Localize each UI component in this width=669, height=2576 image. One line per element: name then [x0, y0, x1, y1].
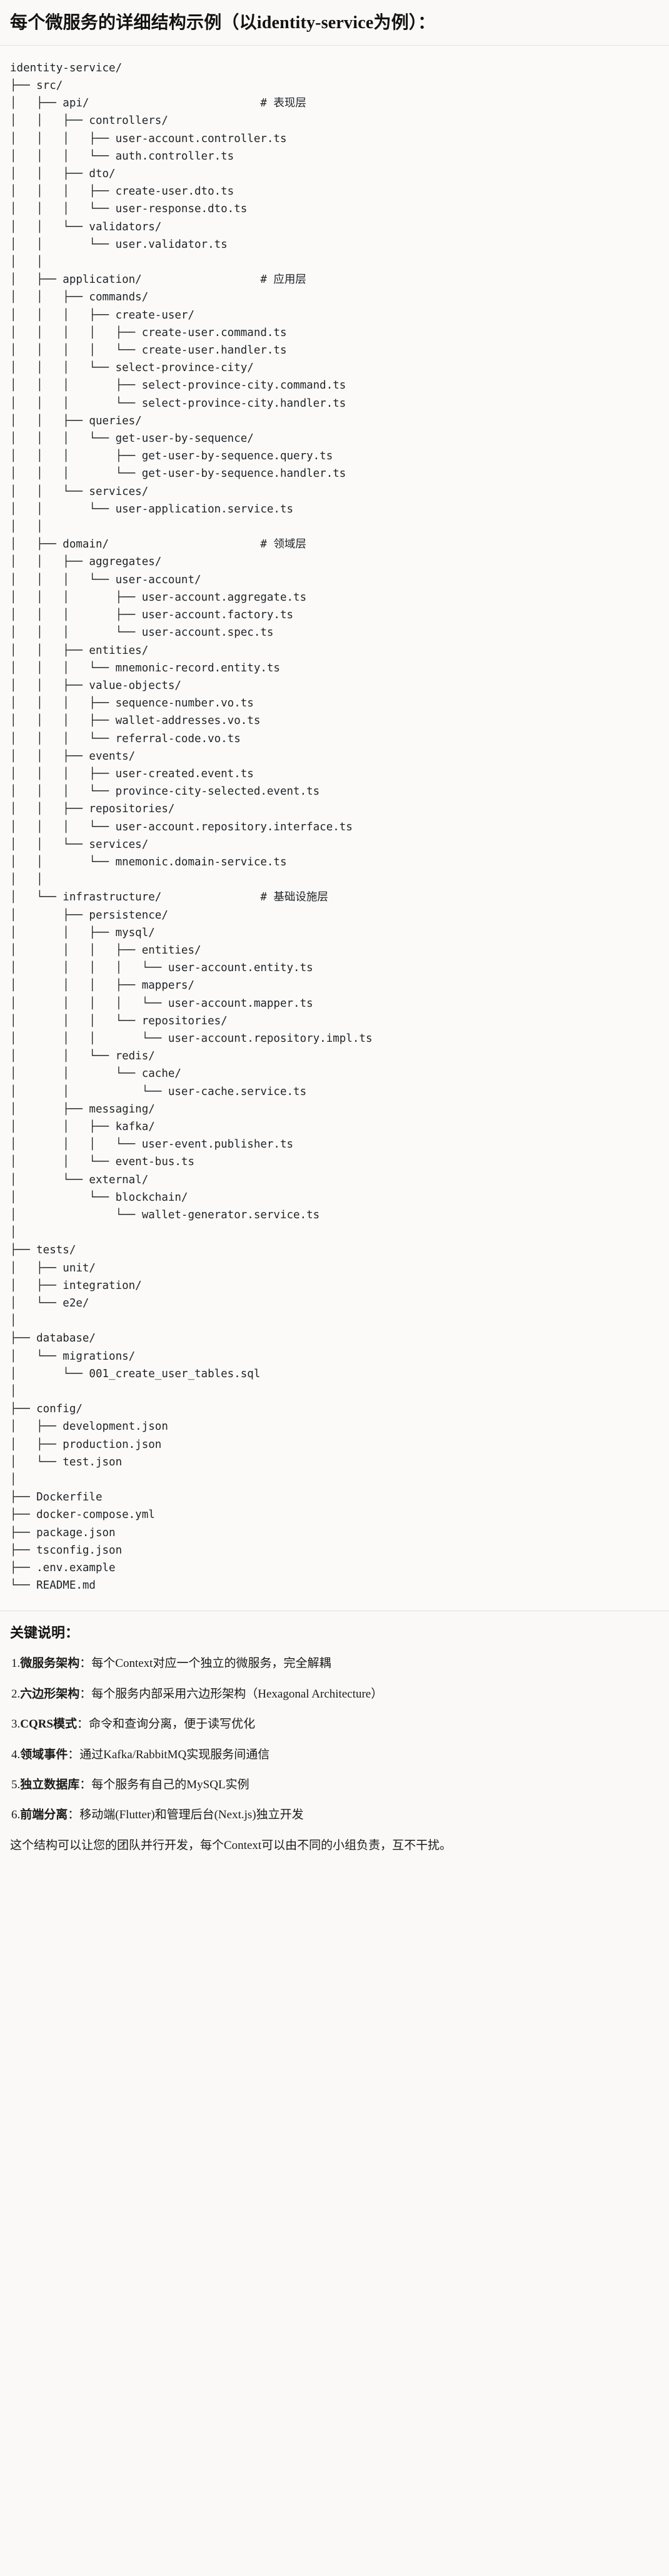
key-note-term: 前端分离: [20, 1808, 68, 1822]
key-note-number: 5.: [11, 1778, 21, 1792]
key-note-number: 2.: [11, 1687, 21, 1701]
key-note-term: 微服务架构: [20, 1657, 80, 1671]
key-note-separator: ：: [68, 1808, 80, 1822]
closing-paragraph: 这个结构可以让您的团队并行开发，每个Context可以由不同的小组负责，互不干扰…: [10, 1838, 452, 1852]
directory-tree-block: identity-service/ ├── src/ │ ├── api/ # …: [0, 45, 669, 1611]
key-note-separator: ：: [77, 1718, 89, 1731]
key-note-separator: ：: [68, 1748, 80, 1761]
key-note-number: 4.: [11, 1748, 21, 1761]
key-note-item: 5.独立数据库：每个服务有自己的MySQL实例: [11, 1776, 659, 1794]
key-note-term: 领域事件: [20, 1748, 68, 1761]
key-note-number: 3.: [11, 1718, 21, 1731]
key-note-description: 移动端(Flutter)和管理后台(Next.js)独立开发: [79, 1808, 304, 1822]
key-note-description: 每个服务有自己的MySQL实例: [91, 1778, 249, 1792]
key-note-item: 4.领域事件：通过Kafka/RabbitMQ实现服务间通信: [11, 1746, 659, 1764]
key-note-number: 1.: [11, 1657, 21, 1671]
key-note-item: 1.微服务架构：每个Context对应一个独立的微服务，完全解耦: [11, 1654, 659, 1672]
key-note-item: 6.前端分离：移动端(Flutter)和管理后台(Next.js)独立开发: [11, 1806, 659, 1824]
key-note-separator: ：: [79, 1657, 92, 1671]
key-note-term: CQRS模式: [20, 1718, 78, 1731]
key-note-description: 每个Context对应一个独立的微服务，完全解耦: [91, 1657, 331, 1671]
key-note-separator: ：: [79, 1778, 92, 1792]
page-title: 每个微服务的详细结构示例（以identity-service为例）：: [10, 13, 436, 33]
document-page: 每个微服务的详细结构示例（以identity-service为例）： ident…: [0, 13, 669, 1872]
directory-tree: identity-service/ ├── src/ │ ├── api/ # …: [10, 61, 373, 1592]
key-notes-title: 关键说明：: [10, 1625, 79, 1641]
key-note-separator: ：: [79, 1687, 92, 1701]
key-note-item: 2.六边形架构：每个服务内部采用六边形架构（Hexagonal Architec…: [11, 1685, 659, 1703]
key-note-number: 6.: [11, 1808, 21, 1822]
key-notes-section: 关键说明： 1.微服务架构：每个Context对应一个独立的微服务，完全解耦 2…: [0, 1611, 669, 1872]
key-notes-list: 1.微服务架构：每个Context对应一个独立的微服务，完全解耦 2.六边形架构…: [10, 1654, 659, 1825]
key-note-description: 通过Kafka/RabbitMQ实现服务间通信: [79, 1748, 270, 1761]
heading-divider: [0, 44, 669, 46]
key-note-description: 命令和查询分离，便于读写优化: [89, 1718, 256, 1731]
key-note-term: 六边形架构: [20, 1687, 80, 1701]
key-note-item: 3.CQRS模式：命令和查询分离，便于读写优化: [11, 1715, 659, 1733]
key-note-term: 独立数据库: [20, 1778, 80, 1792]
key-note-description: 每个服务内部采用六边形架构（Hexagonal Architecture）: [91, 1687, 383, 1701]
